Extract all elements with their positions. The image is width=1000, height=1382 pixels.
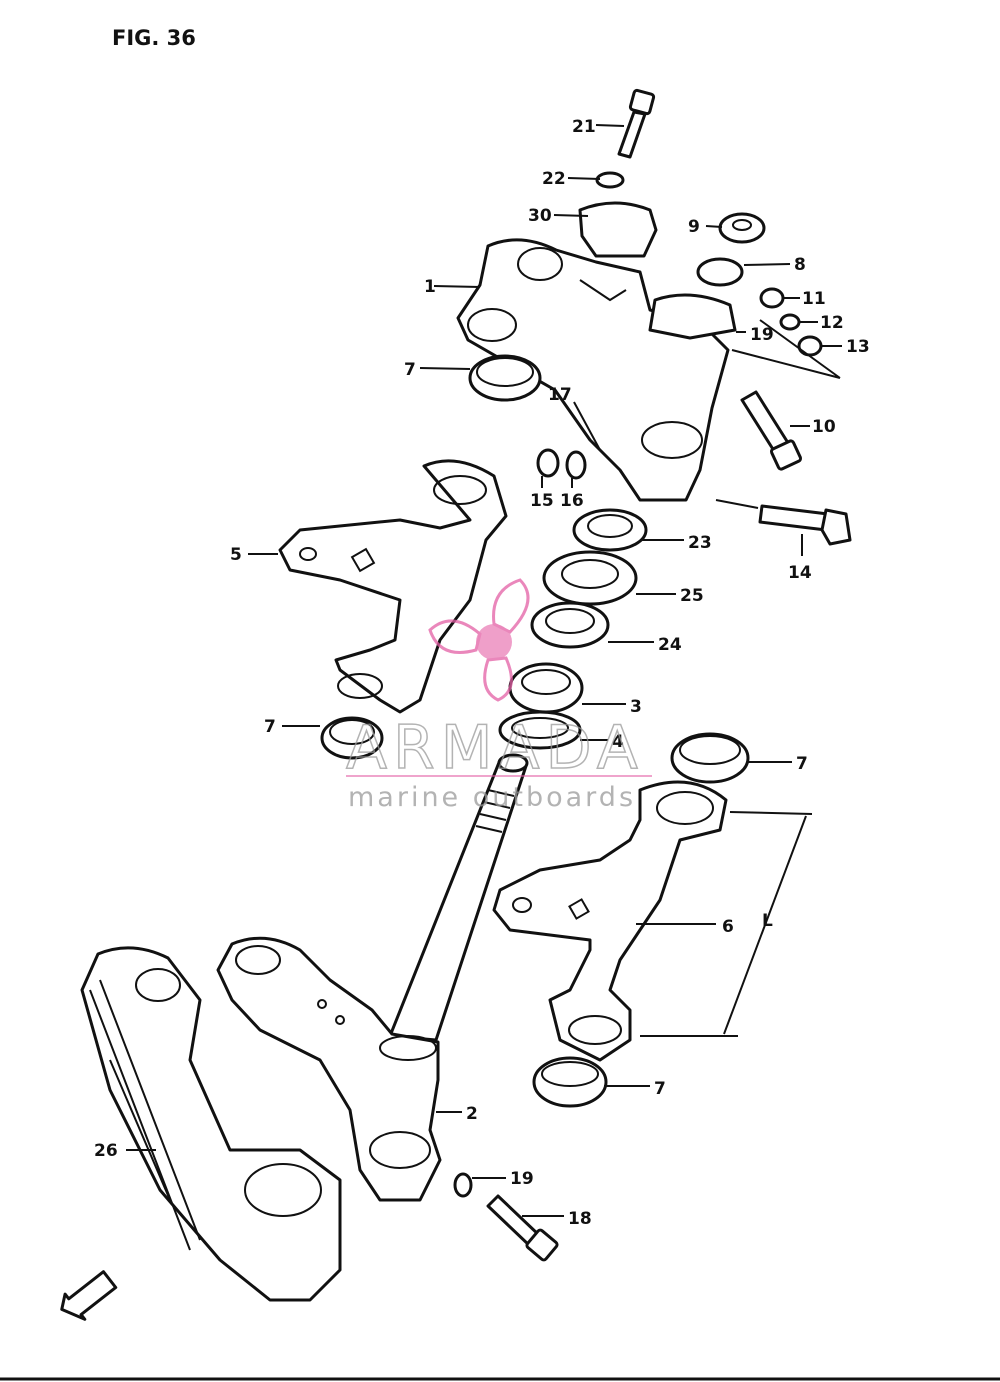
callout-22: 22 xyxy=(542,169,566,189)
callout-18: 18 xyxy=(568,1209,592,1229)
callout-25: 25 xyxy=(680,586,704,606)
stud-line xyxy=(731,319,841,379)
clamp-cap-30 xyxy=(578,201,658,258)
callout-5: 5 xyxy=(230,545,242,565)
callout-21: 21 xyxy=(572,117,596,137)
washer-19-bottom xyxy=(453,1172,473,1198)
seal-7-top xyxy=(468,354,542,402)
watermark-logo: ARMADA marine outboards xyxy=(345,578,652,813)
callout-24: 24 xyxy=(658,635,682,655)
fwd-arrow-icon: FWD xyxy=(60,1270,118,1321)
callout-11: 11 xyxy=(802,289,826,309)
seal-7-left xyxy=(320,716,384,760)
callout-19-top: 19 xyxy=(750,325,774,345)
figure-title: FIG. 36 xyxy=(112,26,196,50)
washer-16 xyxy=(565,450,587,480)
callout-1: 1 xyxy=(424,277,436,297)
callout-16: 16 xyxy=(560,491,584,511)
callout-13: 13 xyxy=(846,337,870,357)
callout-12: 12 xyxy=(820,313,844,333)
nut-9 xyxy=(718,212,766,244)
callout-9: 9 xyxy=(688,217,700,237)
callout-14: 14 xyxy=(788,563,812,583)
bolt-21 xyxy=(617,88,656,159)
washer-22 xyxy=(595,171,625,189)
race-4 xyxy=(498,710,582,750)
race-24 xyxy=(530,601,610,649)
washer-13 xyxy=(797,335,823,357)
propeller-icon xyxy=(428,578,530,702)
washer-8 xyxy=(696,257,744,287)
nut-15 xyxy=(536,448,560,478)
bracket-5 xyxy=(278,459,508,714)
lower-cover-26 xyxy=(80,946,342,1302)
dimension-l: L xyxy=(640,811,813,1037)
steering-stem-2 xyxy=(216,753,529,1202)
bolt-18 xyxy=(486,1194,559,1262)
nut-11 xyxy=(759,287,785,309)
callout-7-right-bottom: 7 xyxy=(654,1079,666,1099)
seal-7-right-bottom xyxy=(532,1056,608,1108)
callout-8: 8 xyxy=(794,255,806,275)
bearing-3 xyxy=(508,662,584,714)
callout-6: 6 xyxy=(722,917,734,937)
callout-7-top: 7 xyxy=(404,360,416,380)
washer-12 xyxy=(779,313,801,331)
callouts: 21 22 30 9 8 11 12 13 19 1 7 17 10 15 16… xyxy=(94,117,870,1229)
callout-4: 4 xyxy=(612,732,624,752)
callout-26: 26 xyxy=(94,1141,118,1161)
upper-bracket-1 xyxy=(456,238,737,502)
bracket-6 xyxy=(492,780,728,1062)
bolt-10 xyxy=(740,390,803,471)
bolt-14 xyxy=(758,504,852,546)
seal-7-right-top xyxy=(670,732,750,784)
watermark-tagline: marine outboards xyxy=(348,782,636,813)
callout-3: 3 xyxy=(630,697,642,717)
callout-23: 23 xyxy=(688,533,712,553)
dust-seal-23 xyxy=(572,508,648,552)
callout-30: 30 xyxy=(528,206,552,226)
svg-text:L: L xyxy=(762,911,773,931)
callout-19-bottom: 19 xyxy=(510,1169,534,1189)
callout-15: 15 xyxy=(530,491,554,511)
watermark-brand: ARMADA xyxy=(346,713,644,783)
callout-17: 17 xyxy=(548,385,572,405)
callout-7-left: 7 xyxy=(264,717,276,737)
bearing-25 xyxy=(542,550,638,606)
callout-2: 2 xyxy=(466,1104,478,1124)
callout-10: 10 xyxy=(812,417,836,437)
callout-7-right-top: 7 xyxy=(796,754,808,774)
